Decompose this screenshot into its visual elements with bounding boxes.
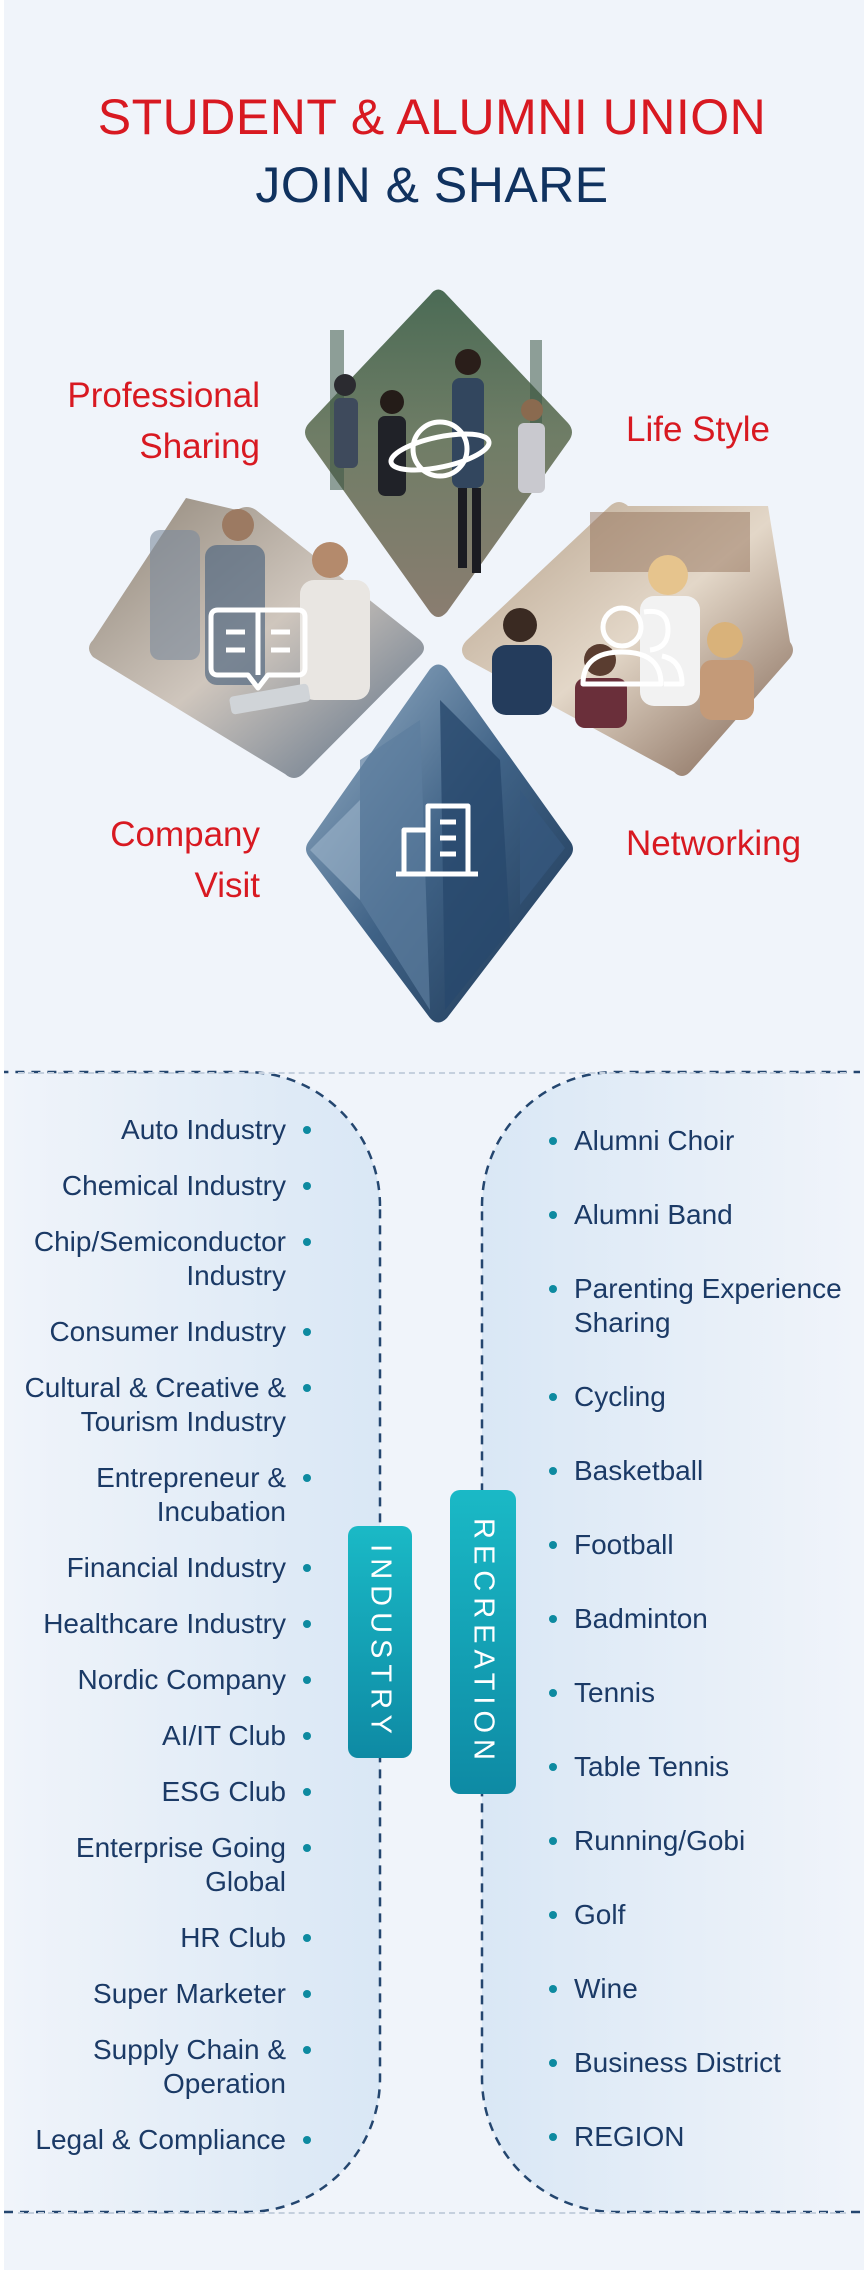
- list-item[interactable]: Healthcare Industry: [43, 1607, 311, 1641]
- page-title: STUDENT & ALUMNI UNION: [97, 89, 767, 145]
- category-collage: Professional Sharing Life Style Company …: [0, 0, 864, 1060]
- list-item[interactable]: Tennis: [549, 1676, 655, 1710]
- list-item[interactable]: Wine: [549, 1972, 638, 2006]
- industry-capsule-outline: [4, 1070, 382, 2214]
- list-item[interactable]: Entrepreneur & Incubation: [86, 1461, 311, 1529]
- label-professional-sharing: Professional Sharing: [67, 376, 260, 466]
- list-item[interactable]: Alumni Band: [549, 1198, 733, 1232]
- list-item[interactable]: Business District: [549, 2046, 781, 2080]
- label-networking: Networking: [626, 824, 802, 863]
- building-icon: [396, 803, 478, 877]
- label-life-style: Life Style: [626, 410, 770, 449]
- label-company-visit: Company Visit: [110, 815, 260, 905]
- recreation-tag-label: RECREATION: [467, 1518, 500, 1766]
- recreation-capsule-outline: [480, 1070, 860, 2214]
- networking-diamond: [462, 502, 793, 776]
- page-subtitle: JOIN & SHARE: [255, 157, 609, 213]
- people-icon: [580, 605, 685, 687]
- life-style-diamond: [306, 664, 573, 1023]
- book-icon: [208, 607, 308, 691]
- list-item[interactable]: AI/IT Club: [162, 1719, 311, 1753]
- list-item[interactable]: Table Tennis: [549, 1750, 729, 1784]
- divider-bottom: [18, 2212, 846, 2214]
- list-item[interactable]: Financial Industry: [67, 1551, 311, 1585]
- list-item[interactable]: HR Club: [180, 1921, 311, 1955]
- industry-tag-label: INDUSTRY: [364, 1544, 397, 1740]
- list-item[interactable]: Auto Industry: [121, 1113, 311, 1147]
- collage-graphic: [89, 289, 793, 1023]
- list-item[interactable]: ESG Club: [162, 1775, 311, 1809]
- list-item[interactable]: Nordic Company: [77, 1663, 311, 1697]
- list-item[interactable]: Consumer Industry: [49, 1315, 311, 1349]
- list-item[interactable]: Super Marketer: [93, 1977, 311, 2011]
- list-item[interactable]: Enterprise Going Global: [56, 1831, 311, 1899]
- list-item[interactable]: Chemical Industry: [62, 1169, 311, 1203]
- list-item[interactable]: Cycling: [549, 1380, 666, 1414]
- list-item[interactable]: REGION: [549, 2120, 684, 2154]
- list-item[interactable]: Chip/Semiconductor Industry: [6, 1225, 311, 1293]
- divider-top: [18, 1072, 846, 1074]
- list-item[interactable]: Alumni Choir: [549, 1124, 734, 1158]
- list-item[interactable]: Supply Chain & Operation: [66, 2033, 311, 2101]
- industry-tag[interactable]: INDUSTRY: [348, 1526, 412, 1758]
- list-item[interactable]: Football: [549, 1528, 674, 1562]
- list-item[interactable]: Parenting Experience Sharing: [549, 1272, 844, 1340]
- list-item[interactable]: Legal & Compliance: [35, 2123, 311, 2157]
- list-item[interactable]: Basketball: [549, 1454, 703, 1488]
- list-item[interactable]: Badminton: [549, 1602, 708, 1636]
- recreation-tag[interactable]: RECREATION: [450, 1490, 516, 1794]
- list-item[interactable]: Cultural & Creative & Tourism Industry: [0, 1371, 311, 1439]
- planet-icon: [388, 419, 492, 479]
- list-item[interactable]: Running/Gobi: [549, 1824, 745, 1858]
- list-item[interactable]: Golf: [549, 1898, 625, 1932]
